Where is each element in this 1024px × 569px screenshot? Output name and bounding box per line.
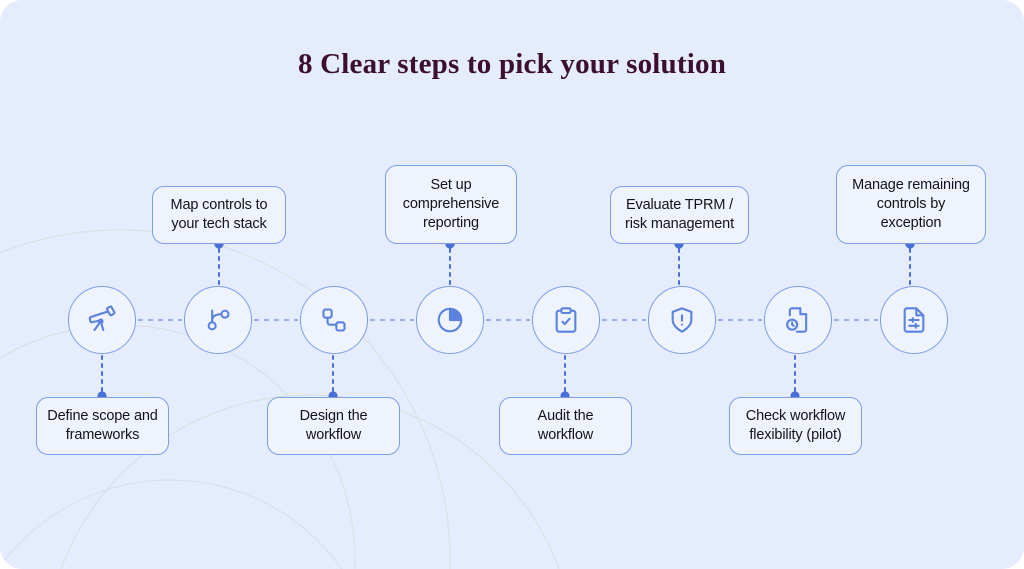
file-clock-icon	[784, 306, 812, 334]
file-sliders-icon	[900, 306, 928, 334]
step-label-1[interactable]: Define scope and frameworks	[36, 397, 169, 455]
step-node-1[interactable]	[68, 286, 136, 354]
step-node-3[interactable]	[300, 286, 368, 354]
step-label-5[interactable]: Audit the workflow	[499, 397, 632, 455]
step-node-2[interactable]	[184, 286, 252, 354]
telescope-icon	[87, 305, 117, 335]
shield-alert-icon	[668, 306, 696, 334]
workflow-nodes-icon	[320, 306, 348, 334]
step-label-7[interactable]: Check workflow flexibility (pilot)	[729, 397, 862, 455]
step-node-7[interactable]	[764, 286, 832, 354]
step-label-2[interactable]: Map controls to your tech stack	[152, 186, 286, 244]
step-node-4[interactable]	[416, 286, 484, 354]
step-label-4[interactable]: Set up comprehensive reporting	[385, 165, 517, 244]
git-branch-icon	[204, 306, 232, 334]
step-label-8[interactable]: Manage remaining controls by exception	[836, 165, 986, 244]
step-node-8[interactable]	[880, 286, 948, 354]
step-node-5[interactable]	[532, 286, 600, 354]
step-node-6[interactable]	[648, 286, 716, 354]
clipboard-check-icon	[552, 306, 580, 334]
step-label-6[interactable]: Evaluate TPRM / risk management	[610, 186, 749, 244]
pie-chart-icon	[435, 305, 465, 335]
page-title: 8 Clear steps to pick your solution	[297, 48, 727, 80]
step-label-3[interactable]: Design the workflow	[267, 397, 400, 455]
